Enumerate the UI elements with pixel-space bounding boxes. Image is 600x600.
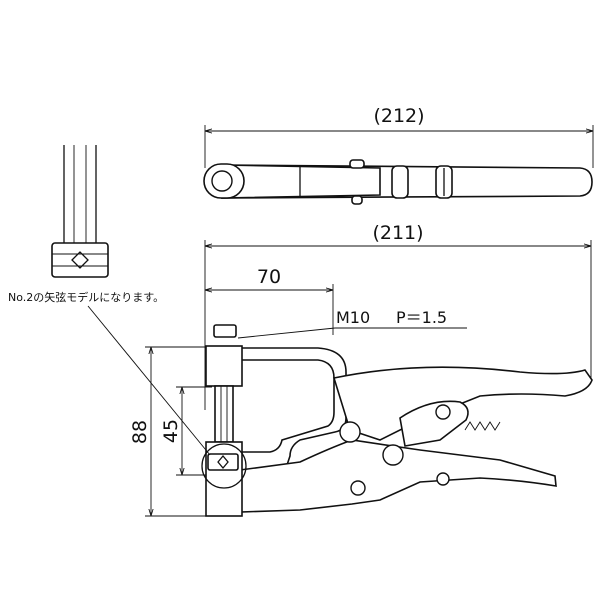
overall-dimension: (211) [204,222,592,410]
height-dimension-88: 88 [129,346,212,517]
reach-dimension: 70 [205,266,334,335]
overall-length-label: (211) [372,222,423,244]
top-view: (212) [203,105,594,205]
top-length-label: (212) [373,105,424,127]
detail-view: No.2の矢弦モデルになります。 [8,145,211,456]
note-leader [87,305,211,456]
note-text: No.2の矢弦モデルになります。 [8,290,164,304]
thread-label: M10 [336,308,370,327]
height-45-label: 45 [160,419,182,443]
clamp-screw [201,324,247,517]
thread-spec: M10 P＝1.5 [237,308,467,339]
lower-block [205,441,243,517]
screw-knob [213,324,237,338]
clamp-body [239,347,593,513]
height-dimension-45: 45 [160,386,212,476]
screw-housing [205,345,243,387]
swivel-pad [207,453,239,471]
detail-circle [201,443,247,489]
height-88-label: 88 [129,420,151,444]
reach-label: 70 [257,266,281,288]
screw-shaft [214,385,234,443]
top-dimension: (212) [204,105,594,168]
pitch-label: P＝1.5 [396,308,447,327]
top-view-tool [203,159,593,205]
side-view: (211) 70 M10 P＝1.5 88 45 [129,222,593,517]
